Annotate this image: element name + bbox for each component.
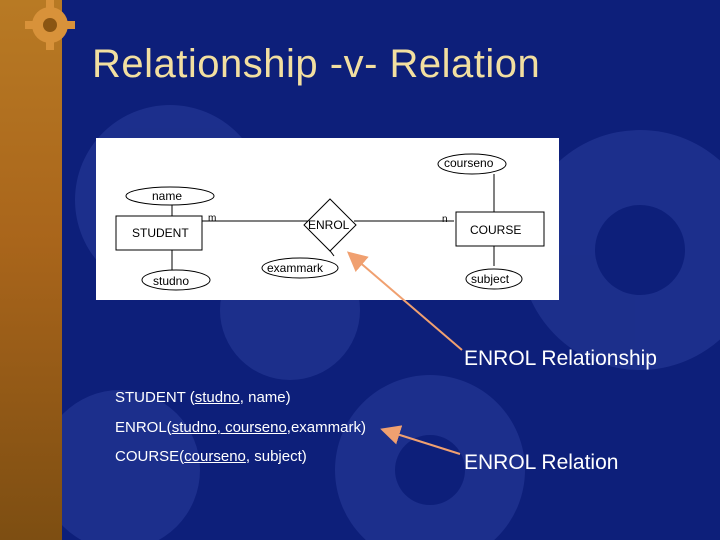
schema-enrol-key1: studno bbox=[172, 419, 217, 436]
entity-course: COURSE bbox=[470, 223, 521, 237]
attr-studno: studno bbox=[153, 274, 189, 288]
schema-student: STUDENT (studno, name) bbox=[115, 389, 291, 406]
schema-student-name: STUDENT bbox=[115, 389, 186, 406]
schema-enrol-rest: ,exammark) bbox=[287, 419, 366, 436]
schema-course-name: COURSE( bbox=[115, 448, 184, 465]
left-accent-strip bbox=[0, 0, 62, 540]
schema-enrol: ENROL(studno, courseno,exammark) bbox=[115, 419, 366, 436]
schema-course-key: courseno bbox=[184, 448, 246, 465]
attr-name: name bbox=[152, 189, 182, 203]
cardinality-n: n bbox=[442, 214, 448, 225]
schema-enrol-name: ENROL( bbox=[115, 419, 172, 436]
schema-student-open: ( bbox=[186, 389, 195, 406]
attr-courseno: courseno bbox=[444, 156, 493, 170]
schema-enrol-key2: courseno bbox=[225, 419, 287, 436]
gear-icon bbox=[0, 0, 80, 80]
attr-exammark: exammark bbox=[267, 261, 323, 275]
slide-title: Relationship -v- Relation bbox=[92, 42, 540, 87]
schema-enrol-sep: , bbox=[217, 419, 225, 436]
schema-student-rest: , name) bbox=[240, 389, 291, 406]
attr-subject: subject bbox=[471, 272, 509, 286]
cardinality-m: m bbox=[208, 213, 216, 224]
schema-course: COURSE(courseno, subject) bbox=[115, 448, 307, 465]
caption-enrol-relation: ENROL Relation bbox=[464, 451, 618, 475]
er-diagram-panel: courseno name STUDENT m ENROL n COURSE s… bbox=[96, 138, 559, 300]
schema-student-key: studno bbox=[195, 389, 240, 406]
relationship-enrol: ENROL bbox=[308, 218, 349, 232]
caption-enrol-relationship: ENROL Relationship bbox=[464, 347, 657, 371]
schema-course-rest: , subject) bbox=[246, 448, 307, 465]
entity-student: STUDENT bbox=[132, 226, 189, 240]
